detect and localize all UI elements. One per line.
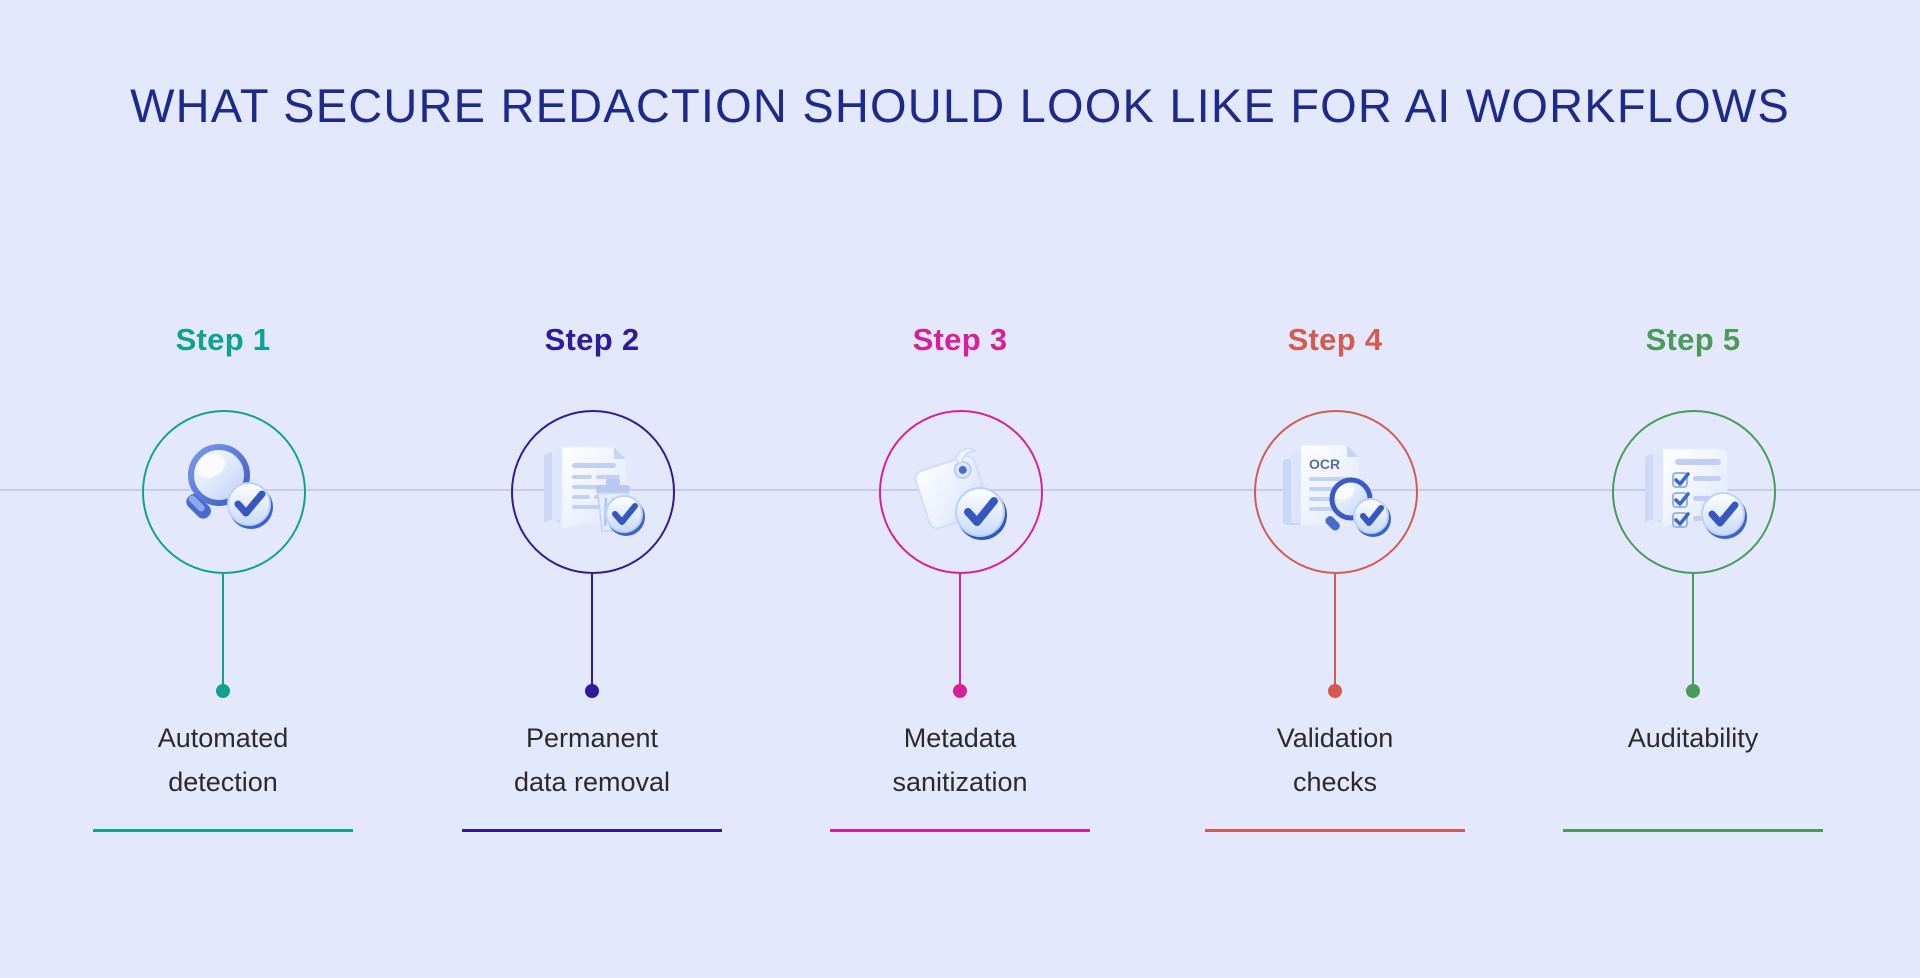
step-dot-2 bbox=[585, 684, 599, 698]
step-item-1[interactable]: Step 1 bbox=[73, 0, 373, 978]
step-circle-2 bbox=[511, 410, 675, 574]
step-circle-4 bbox=[1254, 410, 1418, 574]
step-caption-line1: Auditability bbox=[1627, 723, 1759, 753]
step-caption-line2: data removal bbox=[513, 767, 671, 797]
step-underline-4 bbox=[1205, 829, 1465, 832]
step-stem-5 bbox=[1692, 574, 1694, 690]
step-stem-4 bbox=[1334, 574, 1336, 690]
step-item-3[interactable]: Step 3 bbox=[810, 0, 1110, 978]
step-underline-1 bbox=[93, 829, 353, 832]
step-label-4: Step 4 bbox=[1287, 322, 1383, 357]
step-dot-1 bbox=[216, 684, 230, 698]
step-caption-line1: Metadata bbox=[903, 723, 1017, 753]
step-underline-5 bbox=[1563, 829, 1823, 832]
step-caption-5: Auditability bbox=[1523, 716, 1863, 760]
step-caption-4: Validation checks bbox=[1165, 716, 1505, 804]
step-underline-3 bbox=[830, 829, 1090, 832]
step-caption-line1: Automated bbox=[157, 723, 289, 753]
step-circle-3 bbox=[879, 410, 1043, 574]
step-caption-1: Automated detection bbox=[53, 716, 393, 804]
step-label-3: Step 3 bbox=[912, 322, 1008, 357]
step-circle-1 bbox=[142, 410, 306, 574]
step-item-2[interactable]: Step 2 bbox=[442, 0, 742, 978]
step-item-5[interactable]: Step 5 bbox=[1543, 0, 1843, 978]
step-item-4[interactable]: Step 4 bbox=[1185, 0, 1485, 978]
step-caption-line2: detection bbox=[168, 767, 278, 797]
step-dot-4 bbox=[1328, 684, 1342, 698]
step-stem-2 bbox=[591, 574, 593, 690]
step-stem-3 bbox=[959, 574, 961, 690]
step-label-5: Step 5 bbox=[1645, 322, 1741, 357]
step-caption-3: Metadata sanitization bbox=[790, 716, 1130, 804]
step-stem-1 bbox=[222, 574, 224, 690]
step-label-2: Step 2 bbox=[544, 322, 640, 357]
step-label-1: Step 1 bbox=[175, 322, 271, 357]
step-circle-5 bbox=[1612, 410, 1776, 574]
step-caption-line2: checks bbox=[1292, 767, 1378, 797]
page-title: WHAT SECURE REDACTION SHOULD LOOK LIKE F… bbox=[130, 79, 1790, 132]
step-caption-2: Permanent data removal bbox=[422, 716, 762, 804]
step-dot-3 bbox=[953, 684, 967, 698]
step-caption-line2: sanitization bbox=[892, 767, 1028, 797]
step-dot-5 bbox=[1686, 684, 1700, 698]
step-underline-2 bbox=[462, 829, 722, 832]
step-caption-line1: Permanent bbox=[525, 723, 659, 753]
step-caption-line1: Validation bbox=[1276, 723, 1394, 753]
